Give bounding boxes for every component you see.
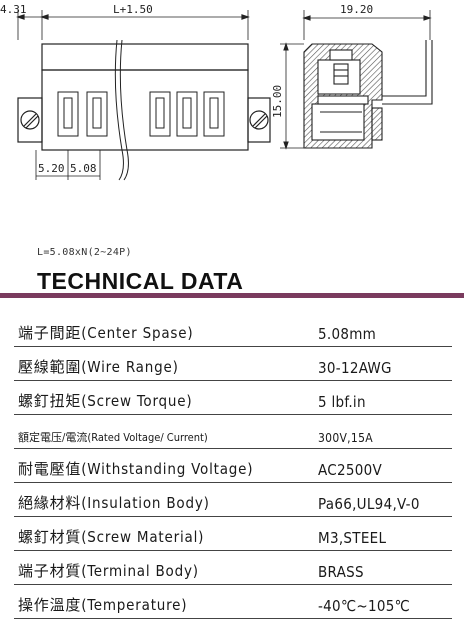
table-row: 端子間距(Center Spase) 5.08mm [14,313,452,347]
spec-value: 5.08mm [304,313,452,347]
pin-formula: L=5.08xN(2~24P) [37,247,132,258]
spec-value: 300V,15A [304,414,452,449]
dim-length: L+1.50 [113,3,153,16]
spec-value: 30-12AWG [304,346,452,381]
spec-label: 操作溫度(Temperature) [14,584,304,619]
table-row: 額定電压/電流(Rated Voltage/ Current) 300V,15A [14,414,452,449]
spec-value: 5 lbf.in [304,380,452,415]
table-row: 絕緣材料(Insulation Body) Pa66,UL94,V-0 [14,482,452,517]
table-row: 耐電壓值(Withstanding Voltage) AC2500V [14,448,452,483]
dim-height: 15.00 [271,85,284,118]
spec-label: 壓線範圍(Wire Range) [14,346,304,381]
spec-label: 耐電壓值(Withstanding Voltage) [14,448,304,483]
section-heading: TECHNICAL DATA [37,268,244,294]
dim-left-offset: 4.31 [0,3,27,16]
dim-pitch-a: 5.20 [38,162,65,175]
table-row: 螺釘扭矩(Screw Torque) 5 lbf.in [14,380,452,415]
spec-value: M3,STEEL [304,516,452,551]
spec-value: BRASS [304,550,452,585]
spec-label: 額定電压/電流(Rated Voltage/ Current) [14,414,304,449]
spec-value: -40℃~105℃ [304,584,452,619]
table-row: 壓線範圍(Wire Range) 30-12AWG [14,346,452,381]
spec-label: 螺釘扭矩(Screw Torque) [14,380,304,415]
heading-rule [0,293,464,298]
spec-value: Pa66,UL94,V-0 [304,482,452,517]
table-row: 端子材質(Terminal Body) BRASS [14,550,452,585]
table-row: 操作溫度(Temperature) -40℃~105℃ [14,584,452,619]
technical-drawing: 4.31 L+1.50 5.20 5.08 19.20 [0,3,433,181]
dim-width: 19.20 [340,3,373,16]
front-view [16,10,271,181]
table-row: 螺釘材質(Screw Material) M3,STEEL [14,516,452,551]
spec-label: 端子間距(Center Spase) [14,313,304,347]
spec-label: 絕緣材料(Insulation Body) [14,482,304,517]
spec-table: 端子間距(Center Spase) 5.08mm 壓線範圍(Wire Rang… [14,313,452,619]
side-view [280,10,433,150]
spec-label: 螺釘材質(Screw Material) [14,516,304,551]
spec-label: 端子材質(Terminal Body) [14,550,304,585]
dim-pitch-b: 5.08 [70,162,97,175]
spec-value: AC2500V [304,448,452,483]
